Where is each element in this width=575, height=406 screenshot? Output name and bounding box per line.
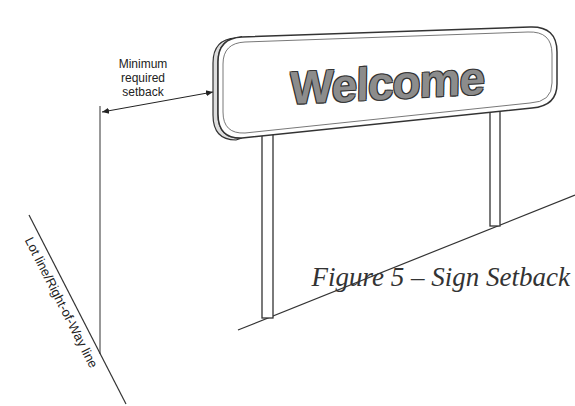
figure-caption: Figure 5 – Sign Setback bbox=[312, 262, 570, 293]
lot-line bbox=[29, 215, 126, 404]
lot-line-label: Lot line/Right-of-Way line bbox=[21, 234, 100, 370]
ground-line bbox=[238, 195, 575, 330]
setback-label: Minimum required setback bbox=[108, 58, 178, 99]
left-post bbox=[262, 132, 273, 318]
sign-panel: Welcome bbox=[212, 22, 562, 144]
extension-line bbox=[100, 106, 101, 354]
sign-word: Welcome bbox=[290, 51, 485, 115]
right-post bbox=[490, 104, 500, 226]
